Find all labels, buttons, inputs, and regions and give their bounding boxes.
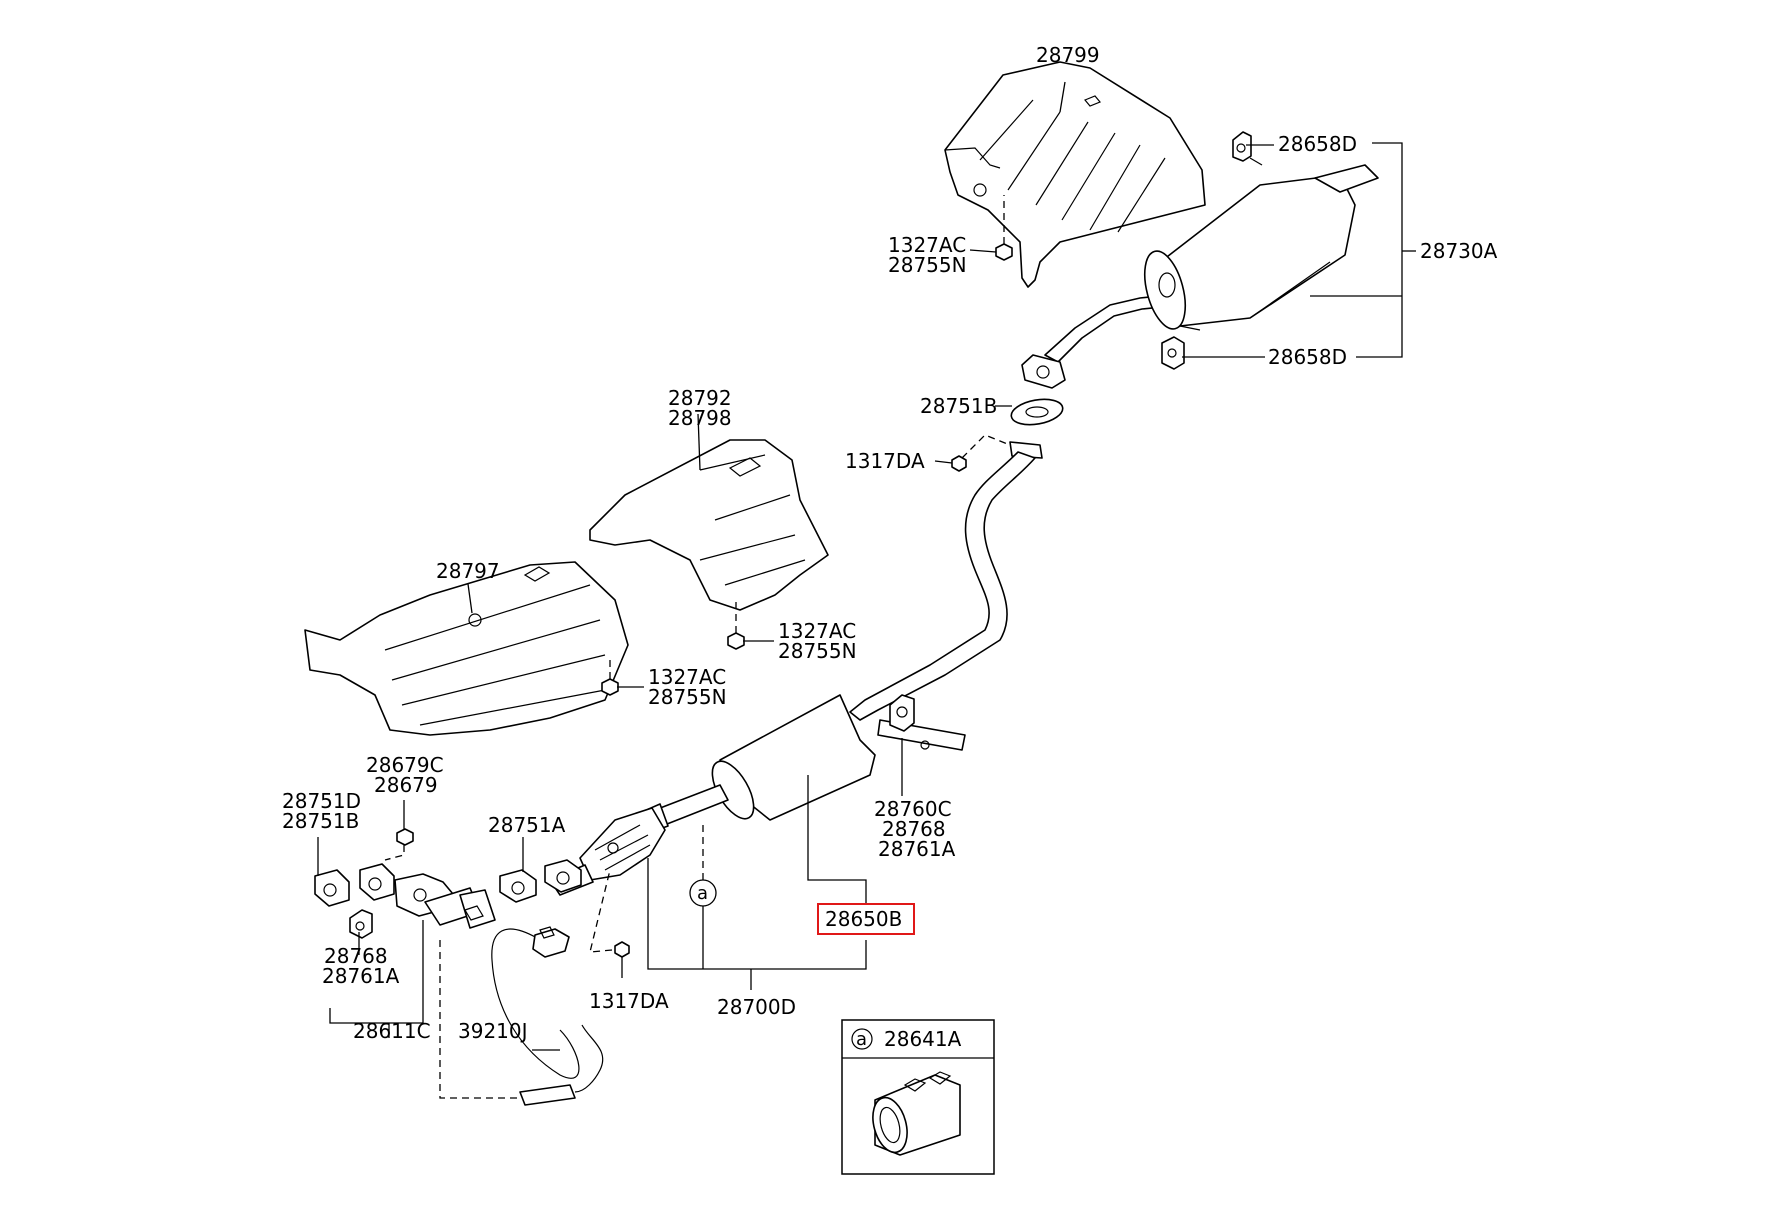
label-28658D-top[interactable]: 28658D — [1278, 132, 1357, 156]
label-28797[interactable]: 28797 — [436, 559, 500, 583]
label-1327AC-top[interactable]: 1327AC — [888, 233, 966, 257]
label-28650B[interactable]: 28650B — [825, 907, 902, 931]
label-1317DA-mid[interactable]: 1317DA — [845, 449, 925, 473]
hanger-28760C — [889, 694, 915, 732]
label-28679[interactable]: 28679 — [374, 773, 438, 797]
center-muffler — [627, 694, 876, 839]
label-28768-right[interactable]: 28768 — [882, 817, 946, 841]
label-28751A[interactable]: 28751A — [488, 813, 566, 837]
label-28658D-bottom[interactable]: 28658D — [1268, 345, 1347, 369]
label-39210J[interactable]: 39210J — [458, 1019, 528, 1043]
gasket-28751B-rear — [1010, 398, 1064, 426]
label-28751B-left[interactable]: 28751B — [282, 809, 359, 833]
rear-muffler — [1021, 131, 1379, 389]
label-28768-left[interactable]: 28768 — [324, 944, 388, 968]
nut-1327AC-top — [995, 243, 1013, 261]
nut-1327AC-left — [601, 678, 619, 696]
center-heat-shield — [589, 439, 829, 611]
ref-label-a-inset: a — [856, 1029, 867, 1050]
label-1327AC-mid[interactable]: 1327AC — [778, 619, 856, 643]
label-28761A-left[interactable]: 28761A — [322, 964, 400, 988]
label-28755N-left[interactable]: 28755N — [648, 685, 727, 709]
gasket-28751A — [499, 859, 582, 903]
front-pipe — [314, 828, 496, 939]
label-28751D[interactable]: 28751D — [282, 789, 361, 813]
center-pipe — [849, 441, 1043, 751]
label-28730A[interactable]: 28730A — [1420, 239, 1498, 263]
highlight-box-28650B — [817, 903, 915, 935]
label-28679C[interactable]: 28679C — [366, 753, 444, 777]
label-28798[interactable]: 28798 — [668, 406, 732, 430]
clamp-icon — [872, 1071, 961, 1156]
label-28792[interactable]: 28792 — [668, 386, 732, 410]
clamp-inset — [841, 1019, 995, 1175]
label-28760C[interactable]: 28760C — [874, 797, 952, 821]
oxygen-sensor — [491, 926, 604, 1106]
nut-1317DA-mid — [951, 455, 967, 472]
label-28611C[interactable]: 28611C — [353, 1019, 431, 1043]
part-labels: 28799 28658D 28730A 28658D 1327AC 28755N… — [282, 43, 1498, 1051]
label-28761A-right[interactable]: 28761A — [878, 837, 956, 861]
rear-heat-shield — [944, 61, 1206, 288]
leader-lines — [317, 81, 1416, 1099]
label-28751B-mid[interactable]: 28751B — [920, 394, 997, 418]
ref-label-a-main: a — [697, 883, 708, 904]
label-28755N-mid[interactable]: 28755N — [778, 639, 857, 663]
label-28755N-top[interactable]: 28755N — [888, 253, 967, 277]
label-1317DA-low[interactable]: 1317DA — [589, 989, 669, 1013]
label-1327AC-left[interactable]: 1327AC — [648, 665, 726, 689]
nut-1317DA-low — [614, 941, 630, 958]
ref-circle-a — [689, 879, 717, 907]
front-heat-shield — [304, 561, 629, 736]
label-28799[interactable]: 28799 — [1036, 43, 1100, 67]
label-28641A[interactable]: 28641A — [884, 1027, 962, 1051]
nut-1327AC-mid — [727, 632, 745, 650]
label-28700D[interactable]: 28700D — [717, 995, 796, 1019]
